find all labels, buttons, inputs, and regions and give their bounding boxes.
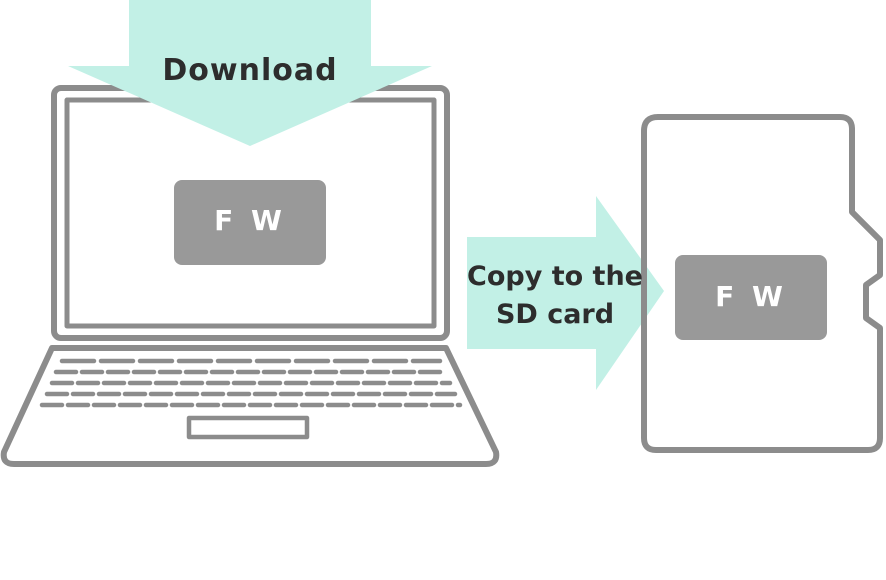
laptop-base [0,345,500,467]
copy-arrow [467,196,664,390]
card-fw-box [675,255,827,340]
sd-card-icon [641,114,883,453]
laptop-trackpad [186,415,310,440]
laptop-fw-box [174,180,326,265]
card-fw-label: F W [715,280,787,313]
laptop-fw-label: F W [214,204,286,237]
download-label: Download [162,53,338,88]
copy-label: Copy to the SD card [467,261,643,330]
download-arrow [68,0,432,146]
laptop-keyboard [39,358,463,408]
